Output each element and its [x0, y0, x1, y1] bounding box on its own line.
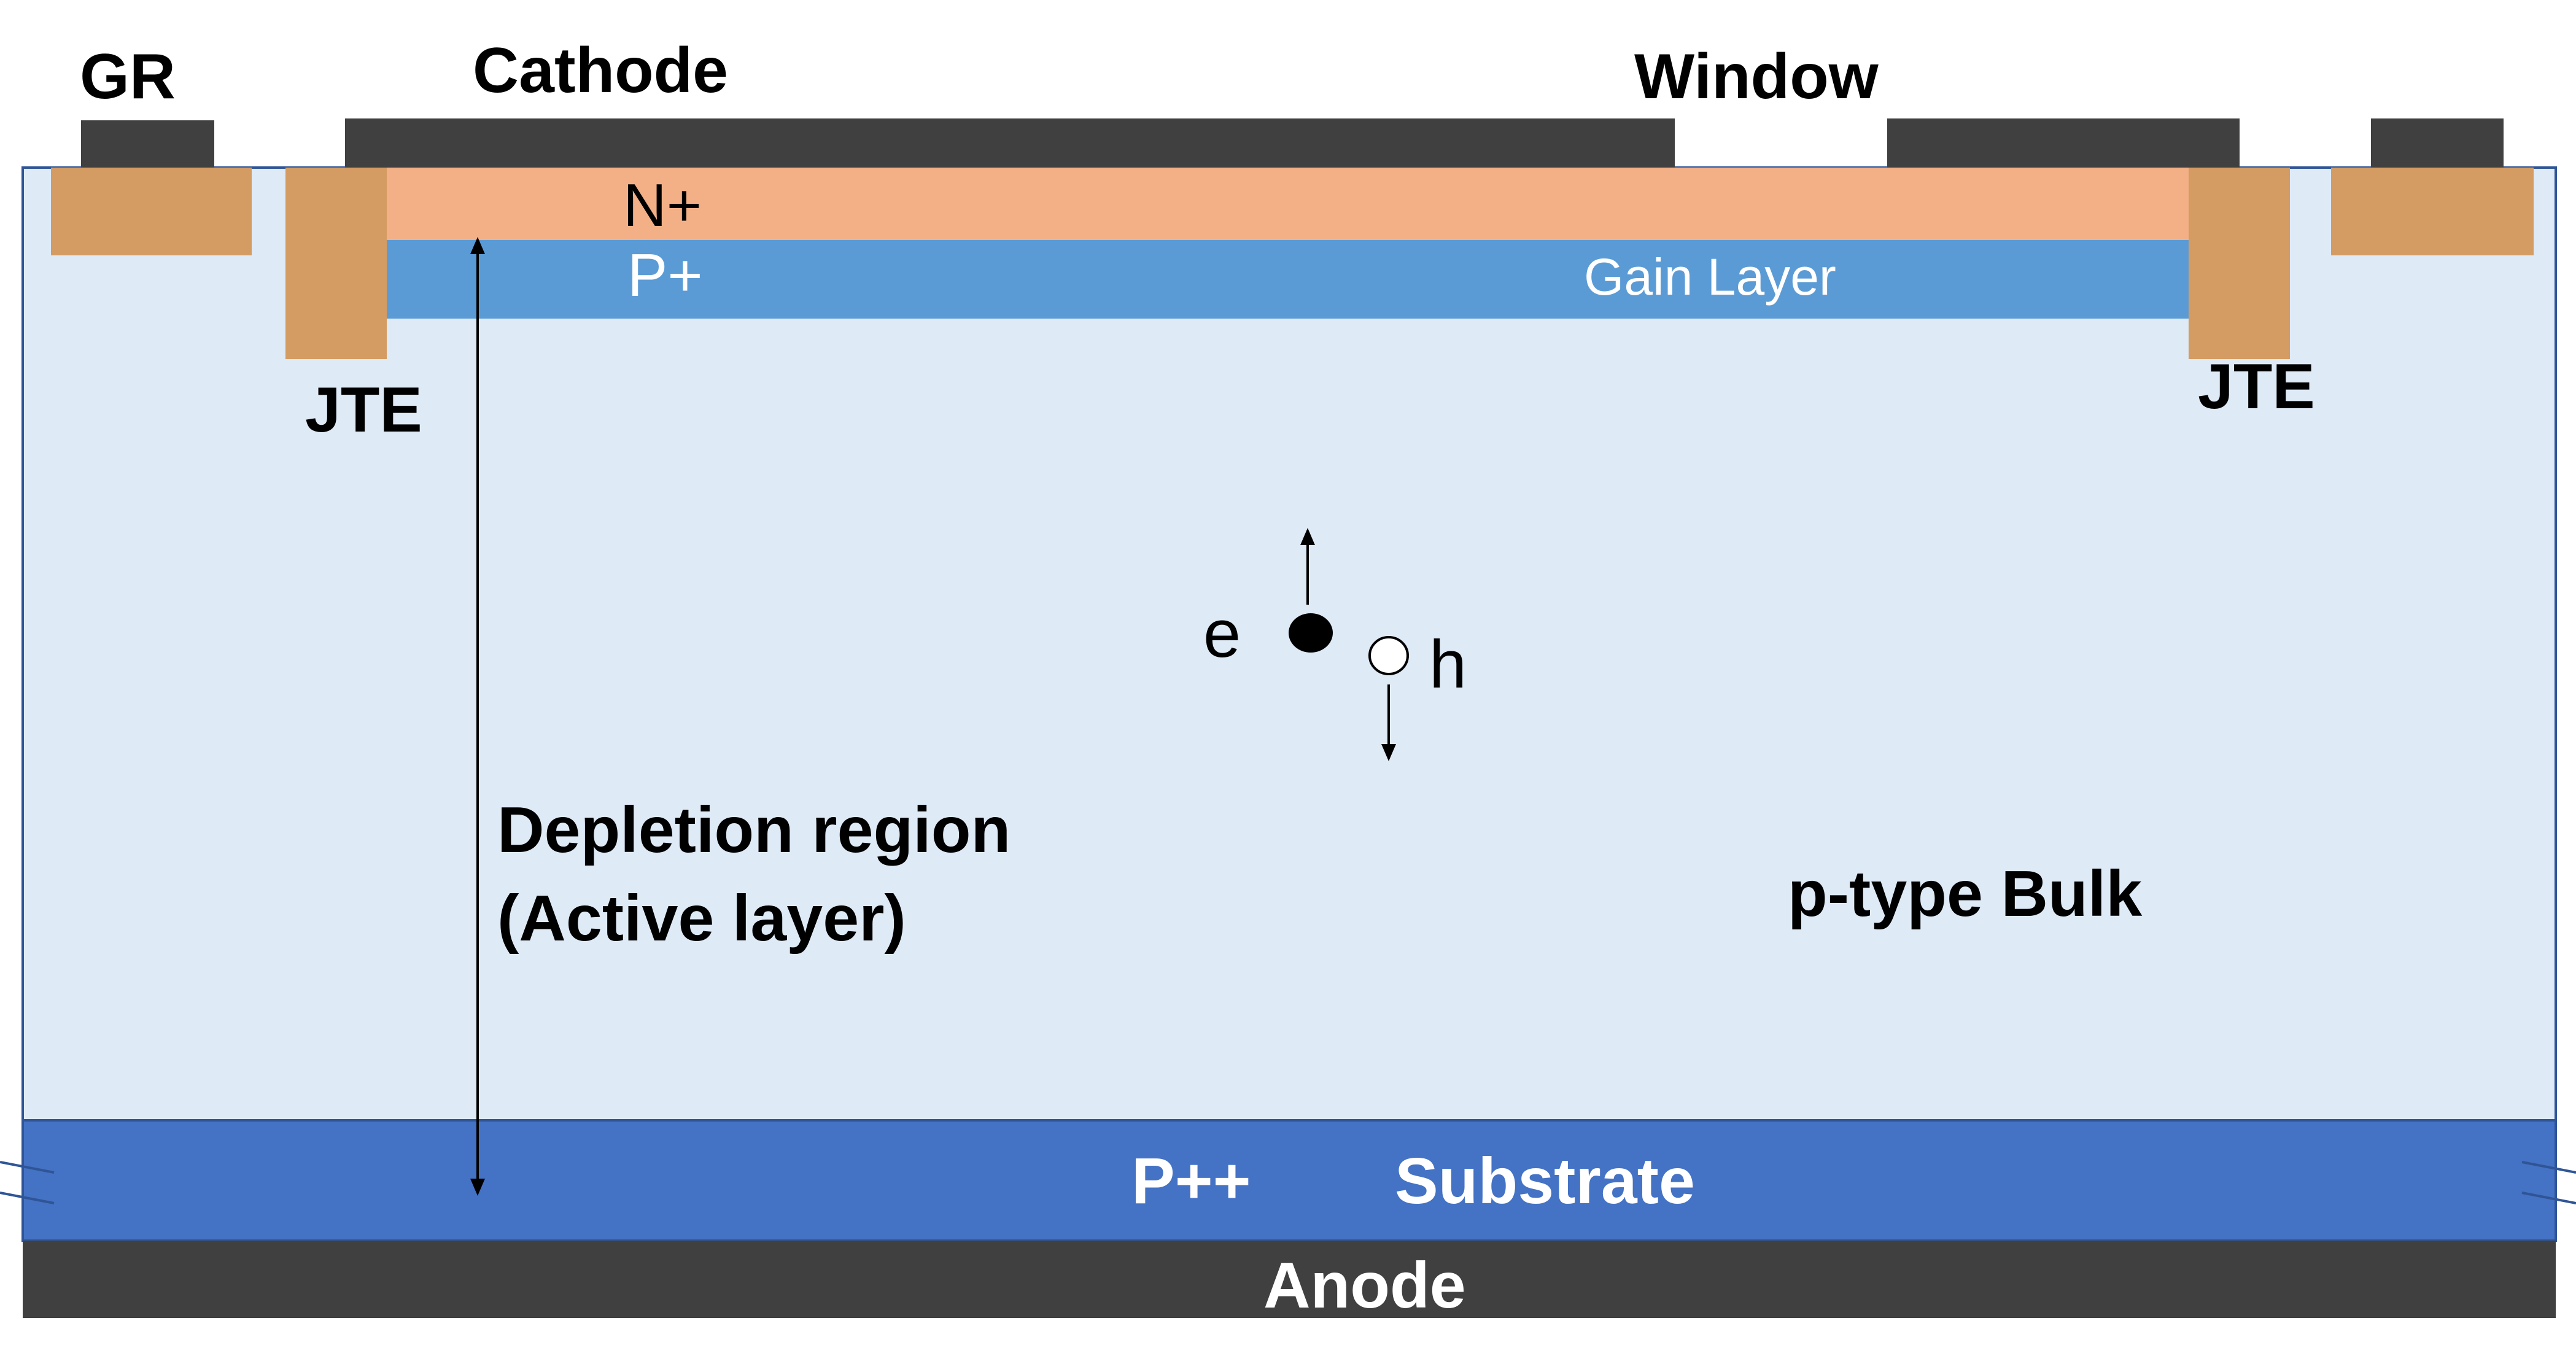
cathode-label: Cathode: [473, 35, 728, 106]
guard-ring-metal-left: [81, 120, 214, 168]
cathode-metal-right-segment: [1887, 118, 2240, 168]
n-plus-label: N+: [623, 171, 702, 239]
break-mark-right: [2521, 1161, 2576, 1204]
guard-ring-label: GR: [80, 41, 176, 112]
window-label: Window: [1634, 41, 1879, 112]
p-plus-label: P+: [627, 241, 703, 309]
jte-implant-right: [2189, 168, 2290, 359]
guard-ring-implant-right: [2331, 168, 2534, 255]
jte-implant-left: [285, 168, 387, 359]
cathode-metal: [345, 118, 1675, 168]
depletion-region-label: Depletion region: [497, 794, 1011, 866]
depletion-depth-arrow: [470, 237, 485, 1196]
substrate-region: [21, 1119, 2557, 1242]
n-plus-layer: [387, 168, 2189, 240]
p-plus-plus-label: P++: [1131, 1145, 1251, 1217]
gain-layer-label: Gain Layer: [1584, 248, 1836, 306]
electron-label: e: [1203, 596, 1241, 672]
jte-label-right: JTE: [2198, 351, 2315, 422]
hole-carrier: [1368, 636, 1409, 761]
anode-label: Anode: [1263, 1249, 1466, 1322]
hole-label: h: [1429, 627, 1467, 702]
p-plus-gain-layer: [387, 240, 2189, 319]
substrate-label: Substrate: [1395, 1145, 1695, 1217]
guard-ring-implant-left: [51, 168, 252, 255]
active-layer-label: (Active layer): [497, 882, 906, 955]
anode-contact: [23, 1241, 2556, 1318]
electron-carrier: [1289, 528, 1333, 653]
break-mark-left: [0, 1161, 55, 1204]
jte-label-left: JTE: [305, 374, 422, 446]
p-type-bulk-region: [21, 166, 2557, 1122]
bulk-label: p-type Bulk: [1788, 858, 2143, 930]
guard-ring-metal-right: [2371, 118, 2504, 168]
